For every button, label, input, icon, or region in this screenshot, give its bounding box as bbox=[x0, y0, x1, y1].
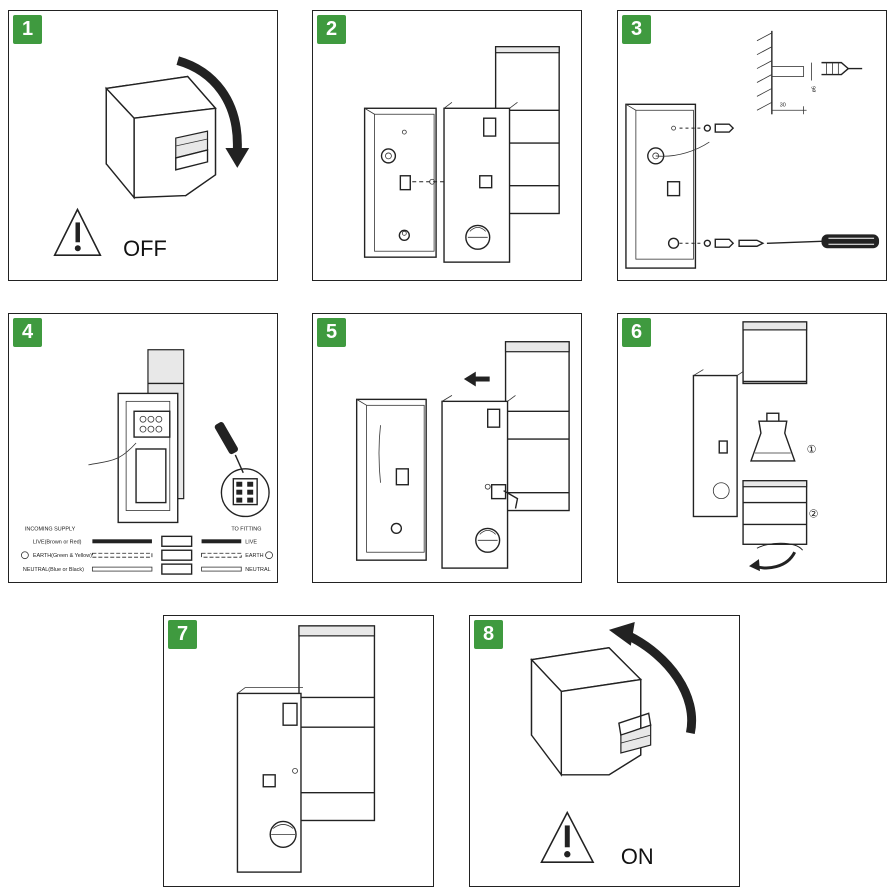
step-badge-4: 4 bbox=[13, 318, 42, 347]
switch-on-illustration: ON bbox=[530, 621, 697, 869]
to-fitting-label: TO FITTING bbox=[231, 526, 261, 532]
gu10-bulb bbox=[750, 412, 796, 462]
wiring-diagram: INCOMING SUPPLY TO FITTING LIVE(Brown or… bbox=[21, 526, 273, 575]
step-badge-2: 2 bbox=[317, 15, 346, 44]
earth-out-label: EARTH bbox=[245, 553, 263, 559]
rotate-up-arrow-icon bbox=[608, 621, 697, 735]
step-badge-7: 7 bbox=[168, 620, 197, 649]
mount-back-plate-illustration: 30 ø6 bbox=[625, 30, 880, 269]
screwdriver-icon bbox=[766, 234, 880, 249]
live-in-label: LIVE(Brown or Red) bbox=[33, 539, 82, 545]
step-marker-1: ① bbox=[807, 444, 817, 456]
step-badge-6: 6 bbox=[622, 318, 651, 347]
wiring-illustration: INCOMING SUPPLY TO FITTING LIVE(Brown or… bbox=[21, 349, 273, 575]
slide-left-arrow-icon bbox=[463, 371, 490, 387]
panel-step-3: 3 30 ø6 bbox=[617, 10, 887, 281]
insert-bulb-illustration: ① ② bbox=[692, 321, 819, 572]
neutral-out-label: NEUTRAL bbox=[245, 567, 270, 573]
panel-step-8: 8 ON bbox=[469, 615, 740, 887]
incoming-supply-label: INCOMING SUPPLY bbox=[25, 526, 76, 532]
panel-step-1: 1 OFF bbox=[8, 10, 278, 281]
step-badge-3: 3 bbox=[622, 15, 651, 44]
attach-fitting-illustration bbox=[355, 341, 570, 569]
step-badge-8: 8 bbox=[474, 620, 503, 649]
panel-step-7: 7 bbox=[163, 615, 434, 887]
drill-diameter-label: ø6 bbox=[812, 86, 818, 92]
step-badge-5: 5 bbox=[317, 318, 346, 347]
off-label: OFF bbox=[123, 236, 167, 261]
warning-icon bbox=[540, 810, 595, 863]
rotate-down-arrow-icon bbox=[176, 56, 250, 168]
panel-step-4: 4 INCOMING SUPPLY TO FITTING LIVE(Brown … bbox=[8, 313, 278, 583]
warning-icon bbox=[53, 207, 102, 256]
remove-back-plate-illustration bbox=[363, 46, 560, 263]
rotate-cylinder-arrow-icon bbox=[749, 542, 804, 572]
step-marker-2: ② bbox=[809, 508, 819, 520]
wall-drilling-detail: 30 ø6 bbox=[756, 30, 863, 115]
panel-step-5: 5 bbox=[312, 313, 582, 583]
live-out-label: LIVE bbox=[245, 539, 257, 545]
panel-step-2: 2 bbox=[312, 10, 582, 281]
step-badge-1: 1 bbox=[13, 15, 42, 44]
assembled-fitting-illustration bbox=[236, 625, 376, 873]
panel-step-6: 6 ① ② bbox=[617, 313, 887, 583]
earth-in-label: EARTH(Green & Yellow) bbox=[33, 553, 92, 559]
screwdriver-icon bbox=[214, 422, 244, 474]
on-label: ON bbox=[621, 844, 654, 869]
neutral-in-label: NEUTRAL(Blue or Black) bbox=[23, 567, 84, 573]
drill-depth-label: 30 bbox=[780, 102, 786, 108]
switch-off-illustration: OFF bbox=[53, 56, 250, 261]
